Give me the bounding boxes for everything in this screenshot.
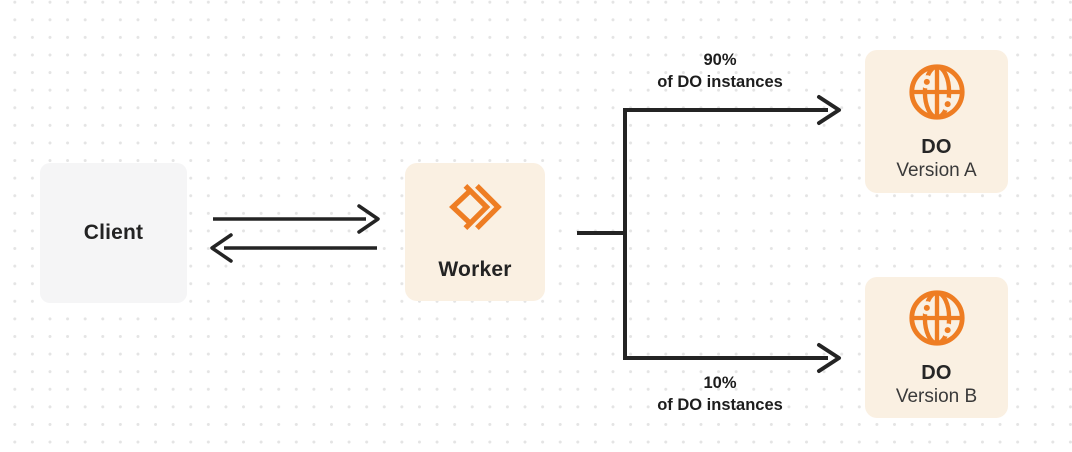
edge-label-10-line2: of DO instances [657, 396, 783, 414]
do-version-b-node: DO Version B [865, 277, 1008, 418]
do-version-b-subtitle: Version B [895, 385, 978, 407]
client-node: Client [40, 163, 187, 303]
client-label: Client [83, 221, 144, 244]
arrow-client-to-worker [213, 204, 380, 234]
arrowhead-to-do-a [817, 95, 841, 125]
edge-label-10-percent: 10% of DO instances [600, 372, 840, 416]
edge-label-90-line2: of DO instances [657, 73, 783, 91]
worker-label: Worker [438, 258, 512, 281]
do-version-a-node: DO Version A [865, 50, 1008, 193]
edge-label-90-percent: 90% of DO instances [600, 49, 840, 93]
workers-chevrons-icon [449, 183, 502, 231]
do-version-a-title: DO [921, 135, 952, 158]
globe-icon [906, 287, 968, 349]
arrowhead-to-do-b [817, 343, 841, 373]
edge-label-10-line1: 10% [703, 374, 737, 392]
branch-connector [577, 95, 841, 373]
worker-node: Worker [405, 163, 545, 301]
do-version-b-title: DO [921, 361, 952, 384]
arrow-worker-to-client [210, 233, 377, 263]
edge-label-90-line1: 90% [703, 51, 737, 69]
globe-icon [906, 61, 968, 123]
do-version-a-subtitle: Version A [896, 159, 977, 181]
